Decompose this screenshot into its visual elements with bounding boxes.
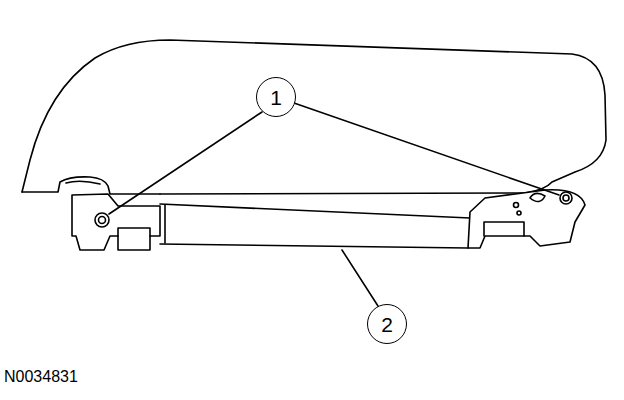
figure-code: N0034831 (4, 368, 78, 386)
callout-number: 2 (381, 314, 393, 335)
callout-number: 1 (270, 87, 282, 108)
callout-circle: 2 (367, 304, 407, 344)
callout-circle: 1 (256, 77, 296, 117)
